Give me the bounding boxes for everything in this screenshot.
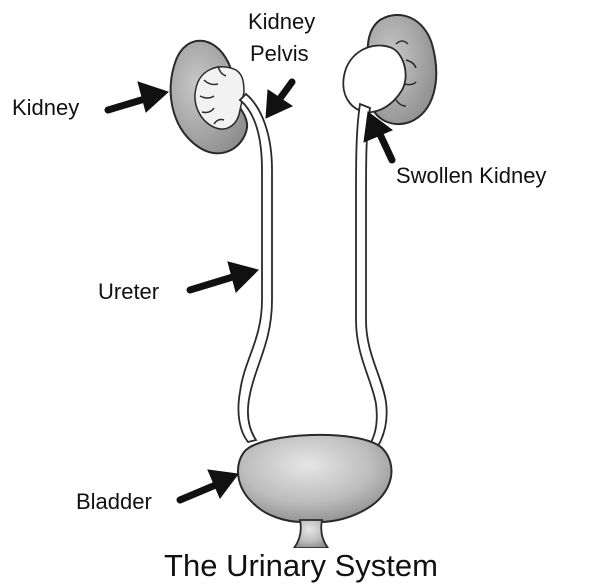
label-kidney: Kidney — [12, 96, 79, 120]
right-ureter — [356, 104, 387, 446]
bladder — [238, 435, 391, 548]
bladder-body — [238, 435, 391, 522]
kidney-arrow — [108, 82, 168, 112]
left-kidney — [171, 41, 247, 153]
kidney-pelvis-arrow — [266, 82, 292, 118]
label-bladder: Bladder — [76, 490, 152, 514]
urethra — [294, 520, 328, 548]
label-kidney-pelvis-line1: Kidney — [248, 10, 315, 34]
label-kidney-pelvis-line2: Pelvis — [250, 42, 309, 66]
anatomy-illustration — [0, 0, 602, 548]
label-swollen-kidney: Swollen Kidney — [396, 164, 546, 188]
diagram-title: The Urinary System — [0, 548, 602, 584]
label-ureter: Ureter — [98, 280, 159, 304]
right-kidney — [343, 15, 436, 124]
ureter-arrow — [190, 262, 258, 292]
bladder-arrow — [180, 470, 238, 500]
